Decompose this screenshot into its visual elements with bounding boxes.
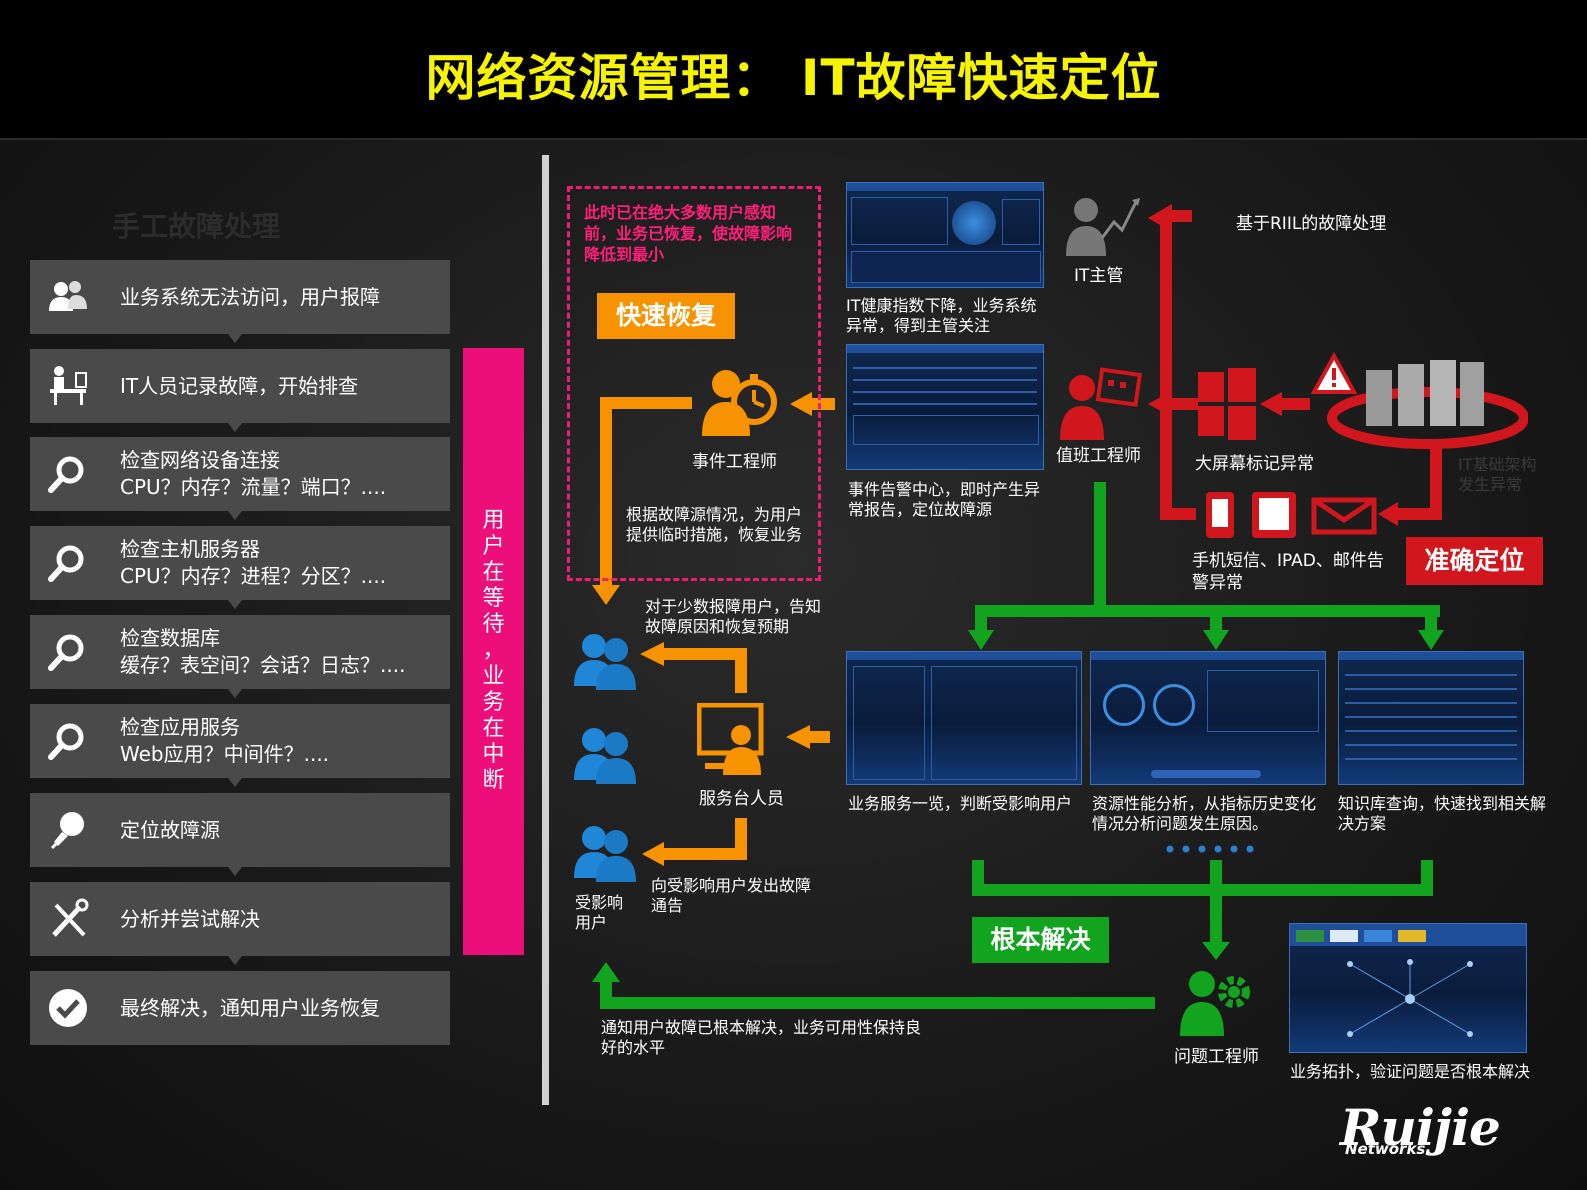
it-manager-icon	[1066, 198, 1140, 256]
users-icon	[49, 281, 87, 311]
incident-engineer-label: 事件工程师	[692, 452, 777, 472]
step-9: 最终解决，通知用户业务恢复	[30, 971, 450, 1045]
search-icon	[48, 723, 84, 760]
event-center-caption: 事件告警中心，即时产生异常报告，定位故障源	[848, 480, 1041, 519]
fast-recovery-note: 此时已在绝大多数用户感知前，业务已恢复，使故障影响降低到最小	[584, 203, 793, 264]
screen-alarm-caption: 大屏幕标记异常	[1195, 454, 1314, 474]
affected-users-label: 受影响用户	[575, 893, 624, 932]
step-5: 检查数据库 缓存？表空间？会话？日志？....	[30, 615, 450, 689]
fast-recovery-zone	[567, 186, 821, 581]
step-label: 业务系统无法访问，用户报障	[120, 285, 380, 309]
resource-performance-caption: 资源性能分析，从指标历史变化情况分析问题发生原因。	[1092, 794, 1317, 833]
user-group-icon	[574, 634, 636, 690]
step-label: 检查主机服务器	[120, 537, 260, 561]
check-icon	[49, 989, 87, 1027]
header-bar	[0, 0, 1587, 138]
header-divider	[0, 138, 1587, 141]
waiting-banner-text: 用户在等待，业务在中断	[482, 508, 505, 793]
step-label: 分析并尝试解决	[120, 907, 260, 931]
knowledge-base-screenshot	[1338, 651, 1524, 785]
service-desk-label: 服务台人员	[699, 789, 784, 809]
column-divider	[542, 155, 549, 1105]
page-title: 网络资源管理： IT故障快速定位	[425, 49, 1162, 107]
search-icon	[48, 545, 84, 582]
it-manager-label: IT主管	[1074, 266, 1124, 286]
step-4: 检查主机服务器 CPU？内存？进程？分区？....	[30, 526, 450, 600]
waiting-banner: 用户在等待，业务在中断	[463, 348, 524, 955]
problem-engineer-icon	[1180, 971, 1250, 1036]
topology-caption: 业务拓扑，验证问题是否根本解决	[1290, 1062, 1531, 1081]
step-detail: 缓存？表空间？会话？日志？....	[120, 653, 406, 677]
step-label: IT人员记录故障，开始排查	[120, 374, 359, 398]
notify-resolved-caption: 通知用户故障已根本解决，业务可用性保持良好的水平	[601, 1018, 922, 1057]
step-label: 检查网络设备连接	[120, 448, 280, 472]
temp-measure-caption: 根据故障源情况，为用户提供临时措施，恢复业务	[626, 505, 803, 544]
few-users-caption: 对于少数报障用户，告知故障原因和恢复预期	[645, 597, 822, 636]
step-2: IT人员记录故障，开始排查	[30, 349, 450, 423]
ruijie-logo-sub: Networks	[1345, 1140, 1426, 1158]
business-service-screenshot	[846, 651, 1082, 785]
user-group-icon	[574, 728, 636, 784]
knowledge-base-caption: 知识库查询，快速找到相关解决方案	[1338, 794, 1547, 833]
big-screen-icon	[1198, 368, 1256, 440]
step-label: 最终解决，通知用户业务恢复	[120, 996, 380, 1020]
duty-engineer-label: 值班工程师	[1056, 446, 1141, 466]
step-label: 检查数据库	[120, 626, 220, 650]
incident-engineer-icon	[702, 370, 777, 436]
step-detail: Web应用？中间件？....	[120, 742, 330, 766]
health-dashboard-screenshot	[846, 182, 1044, 288]
alert-devices-icons	[1206, 492, 1377, 538]
ghost-heading: 手工故障处理	[112, 210, 281, 243]
search-icon	[48, 456, 84, 493]
step-8: 分析并尝试解决	[30, 882, 450, 956]
resource-performance-screenshot	[1090, 651, 1326, 785]
step-detail: CPU？内存？进程？分区？....	[120, 564, 387, 588]
step-label: 定位故障源	[120, 818, 220, 842]
notice-affected-caption: 向受影响用户发出故障通告	[651, 876, 812, 915]
infra-fault-caption: IT基础架构发生异常	[1458, 455, 1537, 494]
problem-engineer-label: 问题工程师	[1174, 1047, 1259, 1067]
step-3: 检查网络设备连接 CPU？内存？流量？端口？....	[30, 437, 450, 511]
step-6: 检查应用服务 Web应用？中间件？....	[30, 704, 450, 778]
duty-engineer-icon	[1060, 367, 1142, 440]
root-solve-badge: 根本解决	[972, 917, 1109, 963]
business-service-caption: 业务服务一览，判断受影响用户	[848, 794, 1073, 813]
engineer-desk-icon	[50, 366, 87, 405]
infrastructure-icon	[1310, 352, 1528, 449]
step-label: 检查应用服务	[120, 715, 240, 739]
step-7: 定位故障源	[30, 793, 450, 867]
lightbulb-icon	[50, 812, 84, 850]
step-1: 业务系统无法访问，用户报障	[30, 260, 450, 334]
topology-screenshot	[1289, 923, 1527, 1053]
service-desk-icon	[697, 703, 764, 775]
riil-title: 基于RIIL的故障处理	[1236, 214, 1387, 234]
health-index-caption: IT健康指数下降，业务系统异常，得到主管关注	[846, 296, 1037, 335]
sms-alert-caption: 手机短信、IPAD、邮件告警异常	[1192, 551, 1384, 593]
step-detail: CPU？内存？流量？端口？....	[120, 475, 387, 499]
event-center-screenshot	[846, 344, 1044, 470]
search-icon	[48, 634, 84, 671]
more-dots	[1166, 845, 1254, 853]
tools-icon	[52, 898, 89, 937]
accurate-locate-badge: 准确定位	[1406, 537, 1543, 585]
ruijie-logo: Ruijie	[1340, 1098, 1501, 1157]
user-group-icon	[574, 826, 636, 882]
fast-recovery-badge: 快速恢复	[597, 293, 735, 339]
